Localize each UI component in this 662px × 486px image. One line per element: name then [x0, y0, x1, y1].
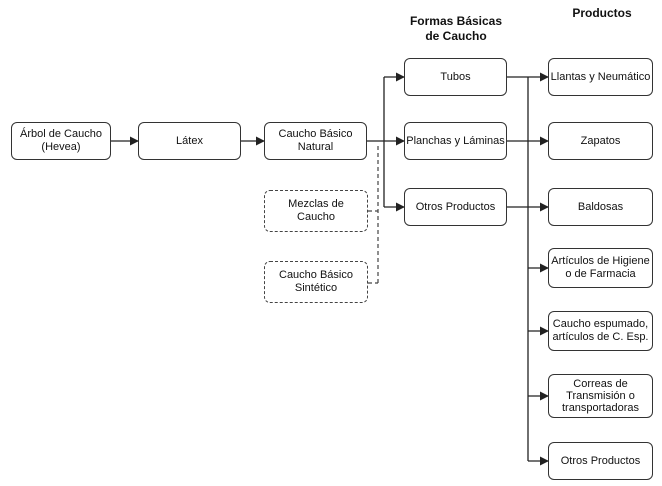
node-rubber-tree-label: Árbol de Caucho (Hevea)	[20, 128, 102, 153]
node-tubes: Tubos	[404, 58, 507, 96]
node-other-forms-label: Otros Productos	[415, 200, 496, 213]
node-hygiene-label: Artículos de Higiene o de Farmacia	[551, 255, 650, 280]
node-foam-label: Caucho espumado, artículos de C. Esp.	[552, 318, 649, 343]
node-shoes: Zapatos	[548, 122, 653, 160]
node-rubber-mixes: Mezclas de Caucho	[264, 190, 368, 232]
node-foam: Caucho espumado, artículos de C. Esp.	[548, 311, 653, 351]
node-tires-label: Llantas y Neumático	[550, 70, 651, 83]
header-products-text: Productos	[572, 6, 632, 20]
node-rubber-mixes-label: Mezclas de Caucho	[288, 198, 344, 223]
node-synthetic-rubber-label: Caucho Básico Sintético	[279, 269, 353, 294]
node-sheets: Planchas y Láminas	[404, 122, 507, 160]
node-belts-label: Correas de Transmisión o transportadoras	[561, 378, 640, 414]
node-other-products: Otros Productos	[548, 442, 653, 480]
node-sheets-label: Planchas y Láminas	[406, 134, 505, 147]
node-hygiene: Artículos de Higiene o de Farmacia	[548, 248, 653, 288]
node-natural-rubber-label: Caucho Básico Natural	[278, 128, 353, 153]
header-forms: Formas Básicas de Caucho	[400, 14, 512, 44]
node-natural-rubber: Caucho Básico Natural	[264, 122, 367, 160]
node-tiles-label: Baldosas	[577, 200, 624, 213]
node-tiles: Baldosas	[548, 188, 653, 226]
node-other-products-label: Otros Productos	[560, 454, 641, 467]
node-latex: Látex	[138, 122, 241, 160]
node-rubber-tree: Árbol de Caucho (Hevea)	[11, 122, 111, 160]
node-other-forms: Otros Productos	[404, 188, 507, 226]
node-tubes-label: Tubos	[440, 70, 471, 83]
header-forms-text: Formas Básicas de Caucho	[409, 14, 503, 43]
node-latex-label: Látex	[176, 134, 203, 147]
node-synthetic-rubber: Caucho Básico Sintético	[264, 261, 368, 303]
node-shoes-label: Zapatos	[580, 134, 621, 147]
node-tires: Llantas y Neumático	[548, 58, 653, 96]
node-belts: Correas de Transmisión o transportadoras	[548, 374, 653, 418]
header-products: Productos	[556, 6, 648, 21]
